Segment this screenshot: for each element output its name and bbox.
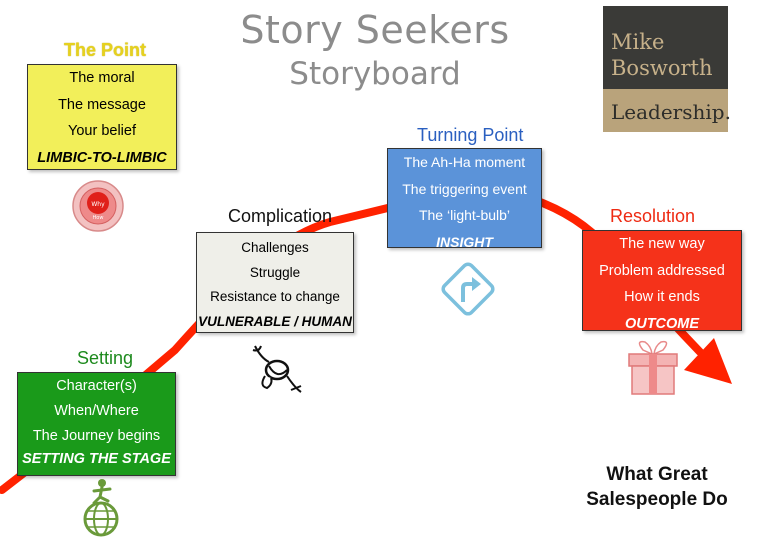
- resolution-line-2: Problem addressed: [599, 262, 725, 279]
- resolution-line-3: How it ends: [624, 289, 700, 305]
- setting-box: Character(s) When/Where The Journey begi…: [17, 372, 176, 476]
- logo-line-1: Mike: [611, 30, 665, 54]
- point-box: The moral The message Your belief LIMBIC…: [27, 64, 177, 170]
- tagline: What Great Salespeople Do: [582, 462, 732, 512]
- complication-box: Challenges Struggle Resistance to change…: [196, 232, 354, 333]
- globe-climber-icon: [83, 479, 119, 537]
- page-subtitle: Storyboard: [289, 56, 461, 92]
- setting-line-3: The Journey begins: [32, 428, 161, 444]
- point-line-1: The moral: [69, 70, 135, 86]
- resolution-box: The new way Problem addressed How it end…: [582, 230, 742, 332]
- resolution-heading: Resolution: [610, 206, 696, 226]
- setting-emphasis: SETTING THE STAGE: [22, 451, 171, 467]
- tagline-line-2: Salespeople Do: [586, 489, 728, 510]
- knot-icon: [252, 345, 302, 393]
- complication-heading: Complication: [228, 206, 333, 226]
- brand-logo: Mike Bosworth Leadership.: [603, 6, 731, 132]
- resolution-emphasis: OUTCOME: [624, 315, 700, 332]
- point-line-3: Your belief: [68, 123, 136, 139]
- turning-point-box: The Ah-Ha moment The triggering event Th…: [387, 148, 542, 250]
- logo-line-3: Leadership.: [611, 100, 731, 124]
- point-emphasis: LIMBIC-TO-LIMBIC: [37, 149, 167, 166]
- complication-line-1: Challenges: [241, 240, 309, 255]
- turning-point-line-3: The ‘light-bulb’: [418, 207, 511, 223]
- arc-arrowhead: [684, 338, 732, 384]
- complication-emphasis: VULNERABLE / HUMAN: [198, 313, 352, 329]
- turning-point-heading: Turning Point: [417, 125, 524, 145]
- point-heading: The Point: [64, 40, 146, 60]
- setting-heading: Setting: [77, 348, 134, 368]
- resolution-line-1: The new way: [619, 236, 705, 252]
- turning-point-line-2: The triggering event: [402, 180, 527, 197]
- target-label-why: Why: [91, 201, 105, 208]
- target-label-how: How: [93, 215, 104, 221]
- turning-point-emphasis: INSIGHT: [436, 233, 493, 250]
- logo-line-2: Bosworth: [611, 56, 713, 80]
- turning-point-line-1: The Ah-Ha moment: [403, 154, 526, 170]
- target-icon: Why How: [72, 180, 124, 232]
- point-line-2: The message: [58, 96, 146, 113]
- complication-line-2: Struggle: [249, 264, 301, 280]
- page-title: Story Seekers: [240, 8, 510, 52]
- setting-line-2: When/Where: [54, 403, 139, 419]
- turn-right-sign-icon: [441, 262, 495, 316]
- tagline-line-1: What Great: [606, 464, 708, 485]
- gift-icon: [628, 340, 678, 395]
- setting-line-1: Character(s): [56, 378, 137, 394]
- complication-line-3: Resistance to change: [210, 289, 340, 304]
